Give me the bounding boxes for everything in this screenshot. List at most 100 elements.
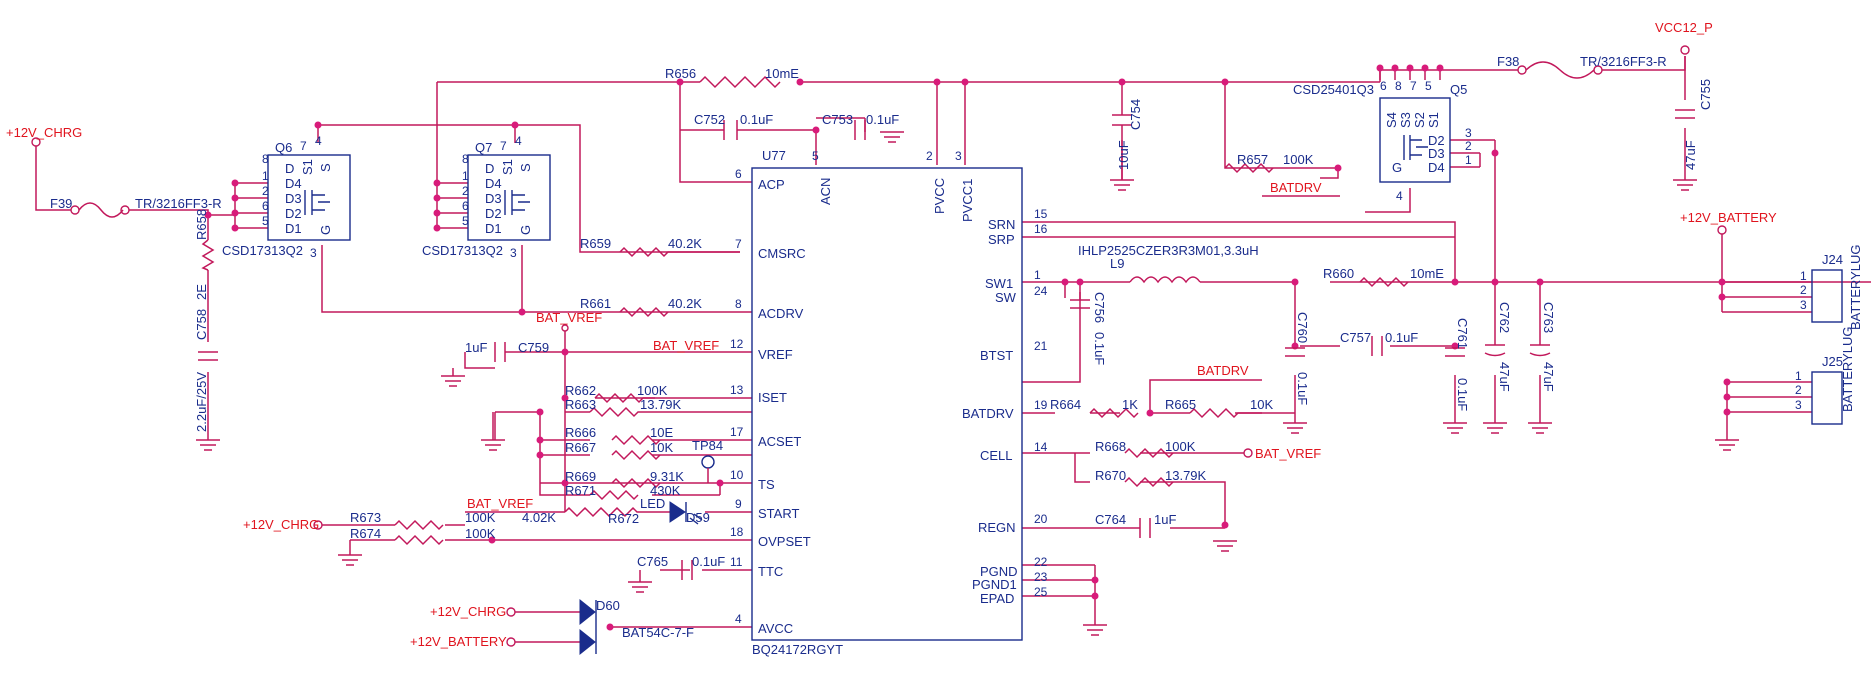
fet-pin: S1 — [300, 159, 315, 175]
r670-value: 13.79K — [1165, 468, 1207, 483]
r661-value: 40.2K — [668, 296, 702, 311]
r670-ref: R670 — [1095, 468, 1126, 483]
r673-ref: R673 — [350, 510, 381, 525]
r662-ref: R662 — [565, 383, 596, 398]
c761-value: 0.1uF — [1455, 378, 1470, 411]
net-label-vcc12p: VCC12_P — [1655, 20, 1713, 35]
fet-pin: S3 — [1398, 112, 1413, 128]
capacitor-c760 — [1285, 347, 1305, 357]
fet-pin: G — [1392, 160, 1402, 175]
pin-num: 4 — [515, 134, 522, 148]
r658-value: 2E — [194, 284, 209, 300]
fet-pin: D — [285, 161, 294, 176]
pin-num: 10 — [730, 468, 744, 482]
ic-u77: U77 BQ24172RGYT 6 ACP 7 CMSRC 8 ACDRV 12… — [730, 148, 1048, 657]
capacitor-c762 — [1484, 344, 1506, 357]
pin-num: 18 — [730, 525, 744, 539]
c758-ref: C758 — [194, 309, 209, 340]
c754-value: 10uF — [1116, 140, 1131, 170]
capacitor-c765 — [681, 560, 693, 580]
pin-name: ACN — [818, 178, 833, 205]
pin-name: BATDRV — [962, 406, 1014, 421]
c762-value: 47uF — [1497, 362, 1512, 392]
pin-name: VREF — [758, 347, 793, 362]
connector-j24: J24 BATTERYLUG 1 2 3 — [1800, 245, 1863, 330]
r660-value: 10mE — [1410, 266, 1444, 281]
pin-num: 2 — [462, 184, 469, 198]
q5-part: CSD25401Q3 — [1293, 82, 1374, 97]
c763-value: 47uF — [1541, 362, 1556, 392]
c760-value: 0.1uF — [1295, 372, 1310, 405]
capacitor-c764 — [1139, 518, 1151, 538]
resistor-r673 — [394, 519, 444, 531]
r657-ref: R657 — [1237, 152, 1268, 167]
fet-pin: D2 — [1428, 133, 1445, 148]
fuse-f39 — [78, 202, 124, 218]
l9-ref: L9 — [1110, 256, 1124, 271]
net-label-chrg-2: +12V_CHRG — [243, 517, 319, 532]
capacitor-c757 — [1371, 336, 1383, 356]
pin-name: ISET — [758, 390, 787, 405]
fet-pin: D4 — [285, 176, 302, 191]
pin-num: 3 — [510, 246, 517, 260]
c756-value: 0.1uF — [1092, 332, 1107, 365]
r667-ref: R667 — [565, 440, 596, 455]
mosfet-q6: Q6 CSD17313Q2 D D4 D3 D2 D1 S1 S G 8 1 2… — [222, 134, 351, 260]
pin-num: 1 — [1795, 369, 1802, 383]
pin-name: SRN — [988, 217, 1015, 232]
pin-name: REGN — [978, 520, 1016, 535]
pin-name: PVCC — [932, 178, 947, 214]
pin-num: 2 — [926, 149, 933, 163]
j25-label: BATTERYLUG — [1840, 327, 1855, 412]
r659-value: 40.2K — [668, 236, 702, 251]
c764-value: 1uF — [1154, 512, 1176, 527]
pin-num: 5 — [262, 214, 269, 228]
pin-num: 22 — [1034, 555, 1048, 569]
pin-num: 8 — [262, 152, 269, 166]
r671-ref: R671 — [565, 483, 596, 498]
ground-icon — [1283, 422, 1307, 434]
pin-num: 4 — [1396, 189, 1403, 203]
pin-name: TS — [758, 477, 775, 492]
pin-num: 2 — [1795, 383, 1802, 397]
resistor-r670 — [1124, 476, 1174, 488]
pin-name: CELL — [980, 448, 1013, 463]
r665-ref: R665 — [1165, 397, 1196, 412]
r674-ref: R674 — [350, 526, 381, 541]
l9-value: IHLP2525CZER3R3M01,3.3uH — [1078, 243, 1259, 258]
fet-pin: G — [318, 225, 333, 235]
resistor-r665 — [1189, 407, 1262, 419]
f38-value: TR/3216FF3-R — [1580, 54, 1667, 69]
resistor-r671 — [589, 489, 639, 501]
fuse-f38 — [1525, 61, 1595, 79]
ground-icon — [1083, 624, 1107, 636]
pin-num: 1 — [1034, 268, 1041, 282]
q6-ref: Q6 — [275, 140, 292, 155]
r669-value: 9.31K — [650, 469, 684, 484]
fet-pin: S — [518, 163, 533, 172]
c764-ref: C764 — [1095, 512, 1126, 527]
fet-pin: D2 — [485, 206, 502, 221]
resistor-r656 — [699, 75, 781, 89]
r658-ref: R658 — [194, 209, 209, 240]
pin-name: EPAD — [980, 591, 1014, 606]
net-label-batdrv-2: BATDRV — [1197, 363, 1249, 378]
r661-ref: R661 — [580, 296, 611, 311]
resistor-r666 — [611, 434, 661, 446]
pin-name: START — [758, 506, 799, 521]
pin-name: ACDRV — [758, 306, 804, 321]
net-label-bat-vref: BAT_VREF — [536, 310, 602, 325]
pin-num: 8 — [1395, 79, 1402, 93]
pin-name: SW1 — [985, 276, 1013, 291]
net-label-bat-vref-2: BAT_VREF — [653, 338, 719, 353]
r663-ref: R663 — [565, 397, 596, 412]
junctions — [204, 64, 1731, 631]
pin-num: 5 — [812, 149, 819, 163]
pin-num: 3 — [310, 246, 317, 260]
capacitor-c752 — [723, 120, 738, 140]
net-label-chrg: +12V_CHRG — [6, 125, 82, 140]
c755-ref: C755 — [1698, 79, 1713, 110]
pin-name: PVCC1 — [960, 179, 975, 222]
resistor-r657 — [1224, 162, 1274, 174]
net-label-chrg-3: +12V_CHRG — [430, 604, 506, 619]
